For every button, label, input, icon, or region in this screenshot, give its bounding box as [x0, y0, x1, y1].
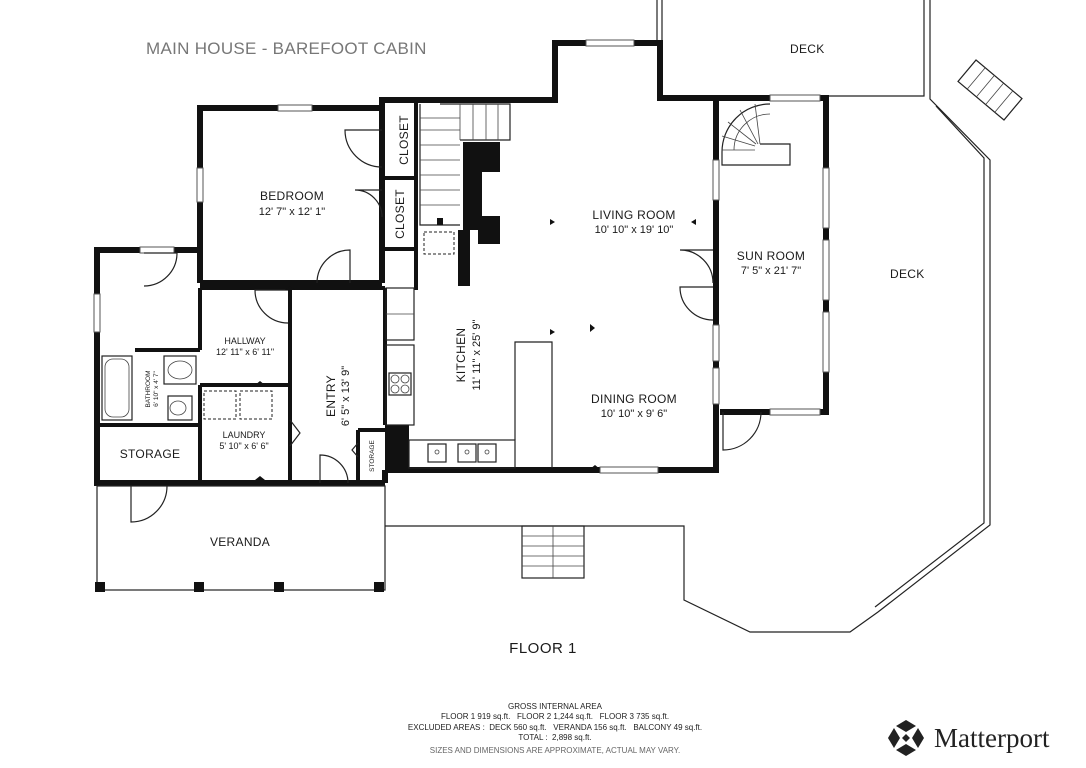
matterport-logo-icon	[888, 720, 924, 756]
area-line-floors: FLOOR 1 919 sq.ft. FLOOR 2 1,244 sq.ft. …	[440, 712, 670, 722]
area-summary: GROSS INTERNAL AREA FLOOR 1 919 sq.ft. F…	[330, 702, 780, 756]
interior-walls	[97, 100, 418, 483]
kitchen-dims: 11' 11" x 25' 9"	[471, 319, 483, 390]
deck-top-label: DECK	[790, 42, 825, 56]
area-line-excluded: EXCLUDED AREAS : DECK 560 sq.ft. VERANDA…	[407, 722, 703, 732]
spiral-staircase	[721, 103, 791, 166]
brand-name: Matterport	[934, 723, 1050, 753]
bedroom-dims: 12' 7" x 12' 1"	[259, 206, 326, 218]
entry-dims: 6' 5" x 13' 9"	[340, 366, 352, 426]
area-note: SIZES AND DIMENSIONS ARE APPROXIMATE, AC…	[429, 745, 681, 755]
room-labels: DECK DECK BEDROOM 12' 7" x 12' 1" CLOSET…	[120, 42, 925, 657]
laundry-machines	[203, 390, 273, 420]
deck-outline	[385, 0, 991, 633]
bathroom-label: BATHROOM	[145, 370, 152, 407]
floor-label: FLOOR 1	[509, 640, 577, 657]
kitchen-label: KITCHEN	[454, 328, 468, 383]
markers	[255, 219, 696, 480]
living-room-label: LIVING ROOM	[592, 208, 675, 222]
dining-room-label: DINING ROOM	[591, 392, 677, 406]
laundry-label: LAUNDRY	[223, 430, 266, 440]
area-line-total: TOTAL : 2,898 sq.ft.	[518, 733, 592, 743]
storage-label: STORAGE	[120, 447, 181, 461]
closet-bottom-label: CLOSET	[393, 189, 407, 239]
living-room-dims: 10' 10" x 19' 10"	[595, 224, 674, 236]
windows	[93, 39, 830, 474]
bathroom-dims: 6' 10" x 4' 7"	[153, 370, 160, 406]
bathroom-fixtures	[101, 355, 197, 421]
entry-label: ENTRY	[324, 375, 338, 417]
laundry-dims: 5' 10" x 6' 6"	[219, 441, 268, 451]
main-staircase	[419, 103, 511, 255]
deck-right-label: DECK	[890, 267, 925, 281]
bedroom-label: BEDROOM	[260, 189, 324, 203]
veranda-label: VERANDA	[210, 535, 270, 549]
storage-small-label: STORAGE	[369, 440, 376, 472]
dining-room-dims: 10' 10" x 9' 6"	[601, 408, 668, 420]
doors	[130, 129, 762, 523]
veranda	[95, 485, 386, 592]
kitchen-fixtures	[385, 287, 553, 469]
closet-top-label: CLOSET	[397, 115, 411, 165]
sun-room-dims: 7' 5" x 21' 7"	[741, 265, 801, 277]
hallway-dims: 12' 11" x 6' 11"	[216, 347, 274, 357]
sun-room-label: SUN ROOM	[737, 249, 805, 263]
plan-title: MAIN HOUSE - BAREFOOT CABIN	[146, 39, 427, 58]
area-heading: GROSS INTERNAL AREA	[508, 702, 602, 711]
fireplace	[385, 142, 500, 470]
matterport-logo: Matterport	[886, 718, 1076, 760]
deck-stairs-right	[957, 59, 1023, 121]
hallway-label: HALLWAY	[224, 336, 265, 346]
deck-stairs-front	[521, 525, 585, 579]
